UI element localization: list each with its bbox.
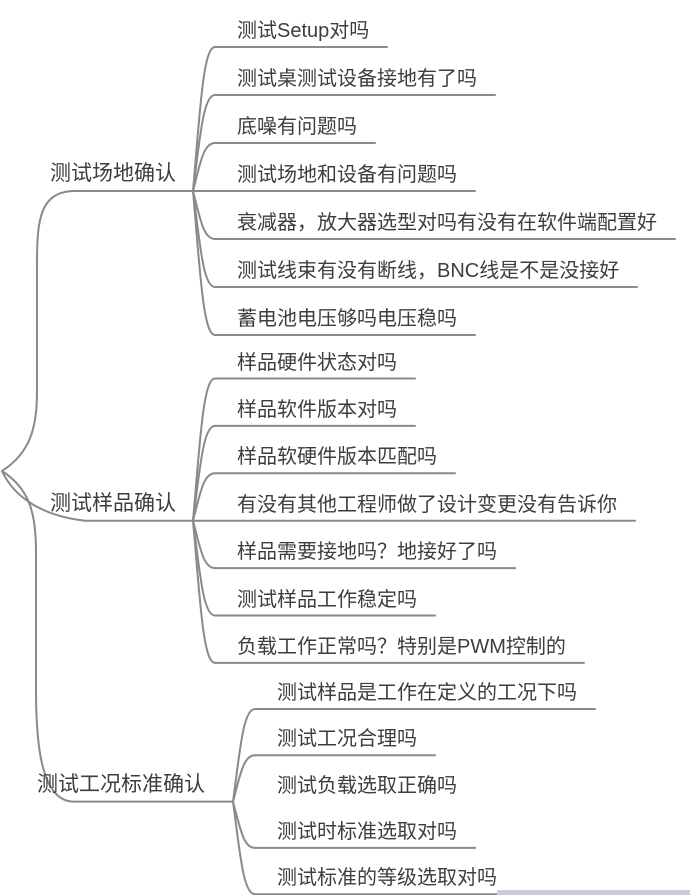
root-connector [1, 470, 234, 803]
connector-curve [192, 472, 216, 522]
connector-curve [192, 519, 216, 664]
leaf-node[interactable]: 衰减器，放大器选型对吗有没有在软件端配置好 [237, 212, 657, 234]
connector-curve [192, 190, 216, 336]
leaf-node[interactable]: 测试时标准选取对吗 [277, 820, 457, 843]
leaf-node[interactable]: 测试桌测试设备接地有了吗 [237, 68, 477, 90]
leaf-node[interactable]: 测试工况合理吗 [277, 728, 417, 751]
connector-curve [232, 708, 256, 803]
leaf-node[interactable]: 测试场地和设备有问题吗 [237, 164, 457, 186]
leaf-node[interactable]: 测试Setup对吗 [237, 20, 370, 42]
screenshot-edge-artifact [497, 890, 690, 895]
branch-node[interactable]: 测试场地确认 [50, 162, 176, 185]
leaf-node[interactable]: 蓄电池电压够吗电压稳吗 [237, 308, 457, 330]
branch-node[interactable]: 测试工况标准确认 [37, 772, 205, 796]
leaf-node[interactable]: 样品软件版本对吗 [237, 398, 397, 421]
connector-curve [232, 800, 256, 895]
root-connector [1, 190, 194, 472]
connector-curve [232, 754, 256, 803]
leaf-node[interactable]: 样品硬件状态对吗 [237, 351, 397, 374]
leaf-node[interactable]: 底噪有问题吗 [237, 116, 357, 138]
leaf-node[interactable]: 有没有其他工程师做了设计变更没有告诉你 [237, 493, 617, 516]
leaf-node[interactable]: 测试样品工作稳定吗 [237, 588, 417, 611]
leaf-node[interactable]: 测试线束有没有断线，BNC线是不是没接好 [237, 260, 620, 282]
leaf-node[interactable]: 负载工作正常吗？特别是PWM控制的 [237, 635, 566, 658]
branch-node[interactable]: 测试样品确认 [50, 491, 176, 515]
leaf-node[interactable]: 测试负载选取正确吗 [277, 774, 457, 797]
connector-curve [192, 142, 216, 192]
root-connector [1, 470, 194, 522]
connector-curve [192, 377, 216, 522]
leaf-node[interactable]: 测试标准的等级选取对吗 [277, 867, 497, 890]
leaf-node[interactable]: 样品软硬件版本匹配吗 [237, 446, 437, 469]
connector-curve [192, 94, 216, 192]
leaf-node[interactable]: 测试样品是工作在定义的工况下吗 [277, 682, 577, 704]
connector-curve [192, 46, 216, 192]
connector-curve [192, 424, 216, 522]
leaf-node[interactable]: 样品需要接地吗？地接好了吗 [237, 541, 497, 564]
